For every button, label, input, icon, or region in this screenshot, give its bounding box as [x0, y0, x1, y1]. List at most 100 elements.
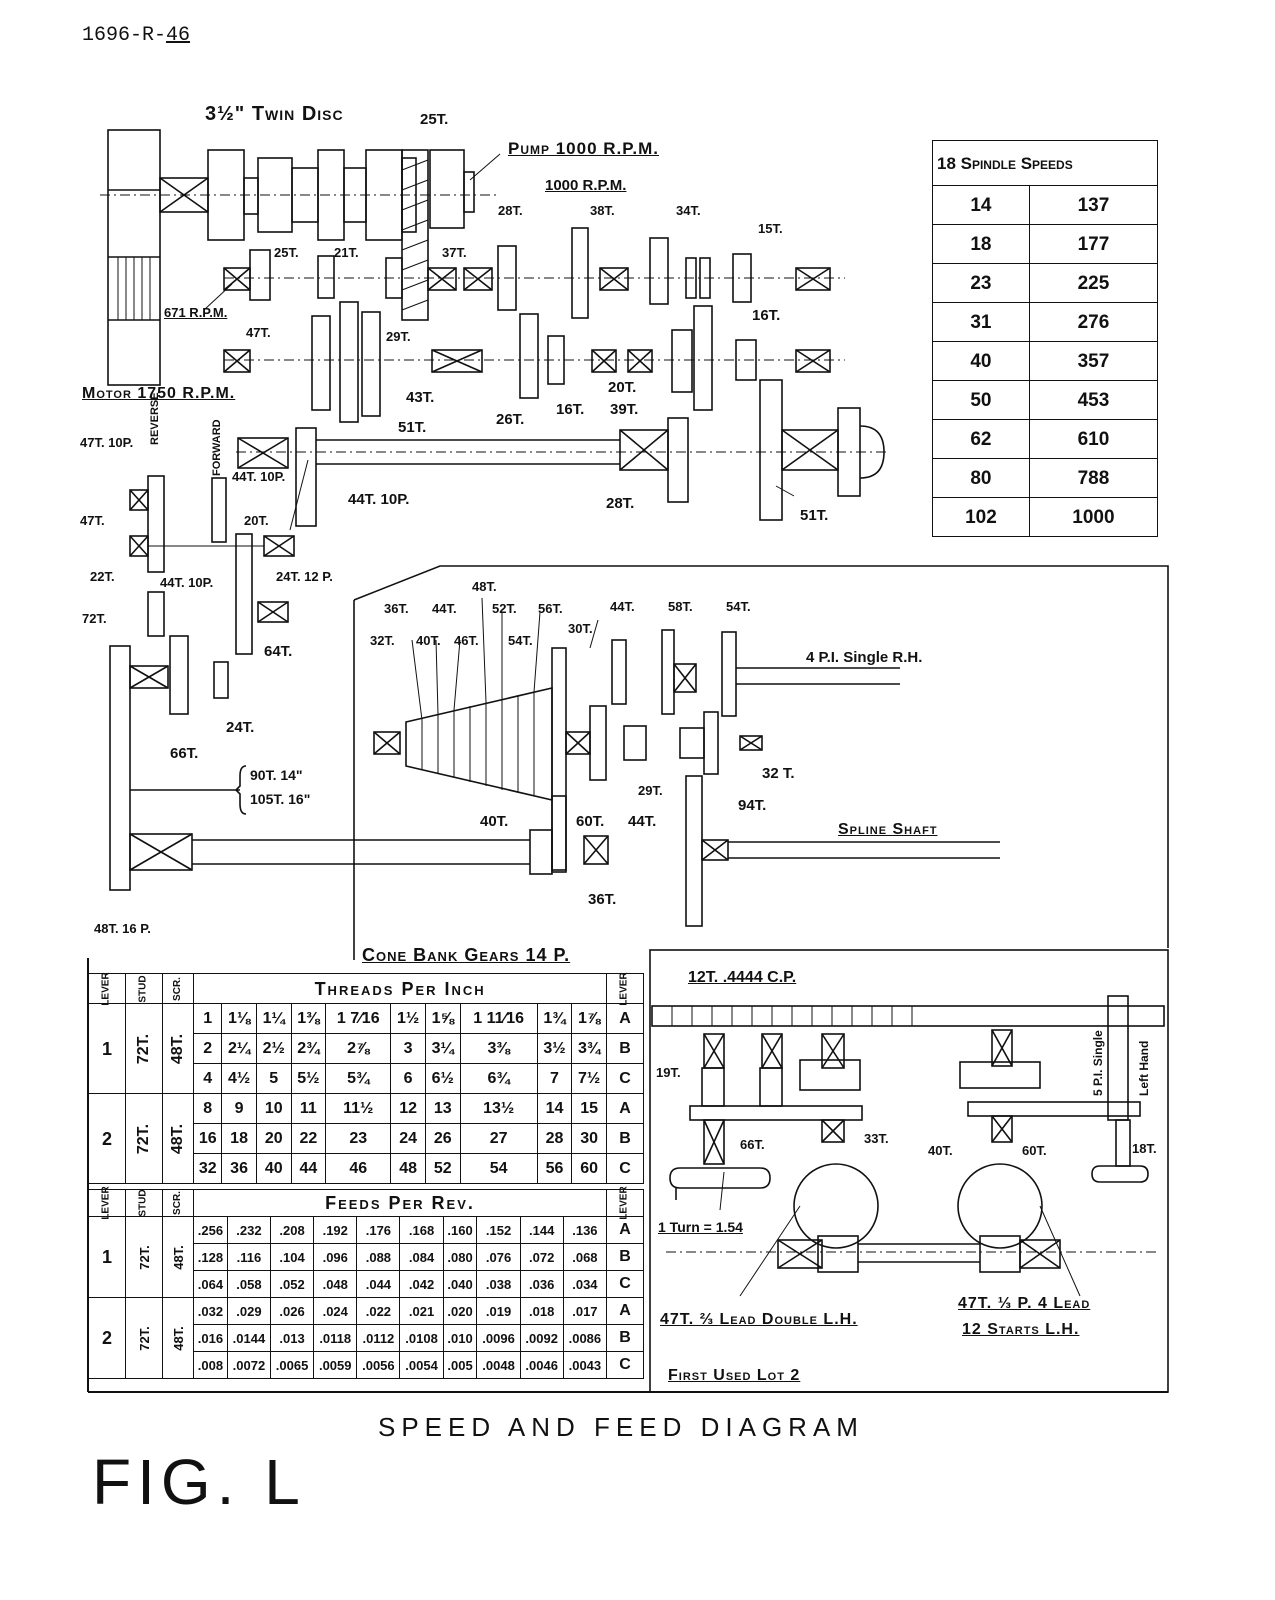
stud-cell: 72T.	[125, 1003, 163, 1094]
speed-cell: 18	[932, 224, 1030, 264]
scr-header: SCR.	[162, 1189, 194, 1217]
scr-header-text: SCR.	[172, 1191, 183, 1215]
value-cell: .042	[399, 1270, 444, 1298]
value-cell: 13	[424, 1093, 461, 1124]
lever-header-right-text: LEVER	[619, 1186, 630, 1220]
first-used-label: First Used Lot 2	[668, 1367, 801, 1384]
value-cell: 9	[221, 1093, 257, 1124]
value-cell: 20	[255, 1123, 292, 1154]
lever-cell: 2	[88, 1093, 126, 1184]
value-cell: 1¾	[536, 1003, 573, 1034]
value-cell: 1 7⁄16	[325, 1003, 392, 1034]
value-cell: 12	[390, 1093, 426, 1124]
table-row: .128.116.104.096.088.084.080.076.072.068…	[89, 1243, 644, 1271]
lever-cell: 2	[88, 1297, 126, 1379]
figure-label: FIG. L	[92, 1446, 306, 1518]
value-cell: 1¼	[255, 1003, 292, 1034]
speed-cell: 31	[932, 302, 1030, 342]
value-cell: .052	[269, 1270, 315, 1298]
gear-label: 60T.	[576, 813, 605, 830]
value-cell: 5½	[290, 1063, 327, 1094]
value-cell: .022	[356, 1297, 401, 1325]
value-cell: 56	[536, 1153, 573, 1184]
lever-header: LEVER	[88, 972, 126, 1005]
value-cell: 6	[390, 1063, 426, 1094]
cone-bank-label: Cone Bank Gears 14 P.	[362, 945, 571, 965]
value-cell: .136	[562, 1216, 608, 1244]
value-cell: 5	[255, 1063, 292, 1094]
gear-label: 38T.	[590, 203, 615, 218]
scr-cell: 48T.	[162, 1297, 194, 1379]
value-cell: 1 11⁄16	[459, 1003, 538, 1034]
value-cell: 1⅜	[290, 1003, 327, 1034]
lever-position-cell: B	[606, 1243, 644, 1271]
value-cell: 10	[255, 1093, 292, 1124]
value-cell: .0065	[269, 1351, 315, 1379]
lever-header-right-text: LEVER	[619, 971, 630, 1006]
gear-label: 44T. 10P.	[232, 469, 286, 484]
value-cell: .029	[226, 1297, 272, 1325]
gear-label: 32T.	[370, 633, 395, 648]
speed-cell: 453	[1028, 380, 1159, 420]
gear-label: 34T.	[676, 203, 701, 218]
document-id-number: 46	[166, 24, 191, 47]
scr-cell-text: 48T.	[169, 1033, 187, 1064]
stud-cell: 72T.	[125, 1216, 163, 1298]
stud-header: STUD	[125, 973, 163, 1004]
lever-cell: 1	[88, 1216, 126, 1298]
gear-label: 47T.	[80, 513, 105, 528]
gear-label: 58T.	[668, 599, 693, 614]
value-cell: .018	[519, 1297, 564, 1325]
value-cell: 30	[571, 1123, 607, 1154]
value-cell: .084	[399, 1243, 444, 1271]
value-cell: 1½	[390, 1003, 426, 1034]
value-cell: .116	[226, 1243, 272, 1271]
value-cell: .152	[476, 1216, 521, 1244]
speed-cell: 137	[1028, 185, 1159, 225]
stud-cell-text: 72T.	[136, 1325, 152, 1351]
value-cell: 1⅞	[571, 1003, 607, 1034]
value-cell: 7½	[571, 1063, 607, 1094]
value-cell: 2⅞	[325, 1033, 392, 1064]
pump-label: Pump 1000 R.P.M.	[508, 139, 660, 158]
table-title: Threads Per Inch	[193, 973, 607, 1004]
value-cell: 18	[221, 1123, 257, 1154]
gear-label: 48T. 16 P.	[94, 921, 151, 936]
gear-label: 40T.	[416, 633, 441, 648]
value-cell: .104	[269, 1243, 315, 1271]
value-cell: .044	[356, 1270, 401, 1298]
twin-disc-label: 3½" Twin Disc	[205, 103, 344, 125]
value-cell: .176	[356, 1216, 401, 1244]
value-cell: 3	[390, 1033, 426, 1064]
value-cell: 13½	[459, 1093, 538, 1124]
gear-label: 51T.	[398, 419, 427, 436]
value-cell: 3¼	[424, 1033, 461, 1064]
speed-cell: 276	[1028, 302, 1159, 342]
value-cell: 2¼	[221, 1033, 257, 1064]
gear-label: 66T.	[170, 745, 199, 762]
gear-label: 44T.	[432, 601, 457, 616]
rpm-671-label: 671 R.P.M.	[164, 305, 228, 320]
value-cell: .016	[193, 1324, 228, 1352]
gear-label: 44T.	[628, 813, 657, 830]
gear-label: 72T.	[82, 611, 107, 626]
speed-cell: 177	[1028, 224, 1159, 264]
lever-header-text: LEVER	[101, 1186, 112, 1220]
pump-gear	[401, 149, 429, 321]
gear-label: 29T.	[386, 329, 411, 344]
value-cell: .096	[313, 1243, 358, 1271]
value-cell: .038	[476, 1270, 521, 1298]
gear-label: 19T.	[656, 1065, 681, 1080]
value-cell: .160	[442, 1216, 478, 1244]
value-cell: .0112	[356, 1324, 401, 1352]
gear-label: 46T.	[454, 633, 479, 648]
value-cell: .168	[399, 1216, 444, 1244]
